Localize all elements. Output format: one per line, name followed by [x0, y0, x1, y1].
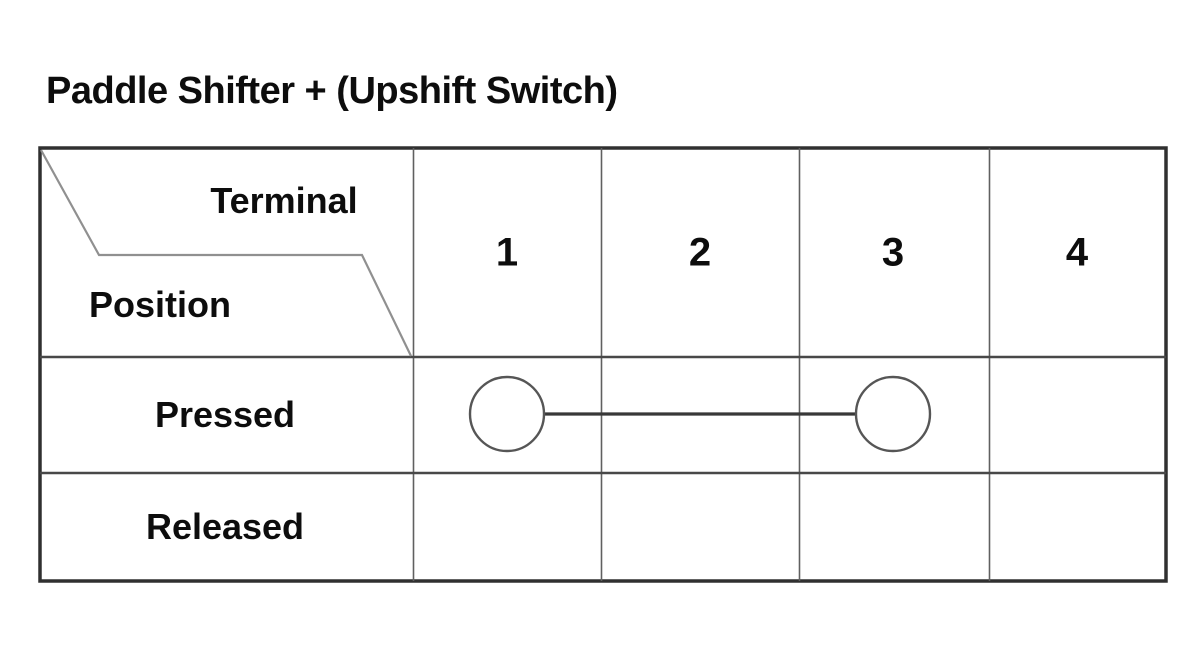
connection-circle-terminal-1 [468, 375, 546, 453]
row-label-pressed: Pressed [154, 394, 296, 435]
terminal-header-4: 4 [1065, 230, 1089, 275]
diagram-title: Paddle Shifter + (Upshift Switch) [46, 70, 618, 112]
corner-cell-diagonal [40, 149, 412, 357]
terminal-header-3: 3 [881, 230, 905, 275]
table-row-lines [40, 355, 1166, 475]
continuity-connection-pressed-1-3 [468, 375, 932, 453]
connection-circle-terminal-3 [854, 375, 932, 453]
row-label-released: Released [145, 506, 305, 547]
table-column-lines [412, 148, 991, 581]
terminal-header-2: 2 [688, 230, 712, 275]
corner-label-position: Position [89, 284, 231, 325]
terminal-header-1: 1 [495, 230, 519, 275]
table-outer-border [38, 146, 1168, 583]
corner-label-terminal: Terminal [210, 180, 358, 221]
